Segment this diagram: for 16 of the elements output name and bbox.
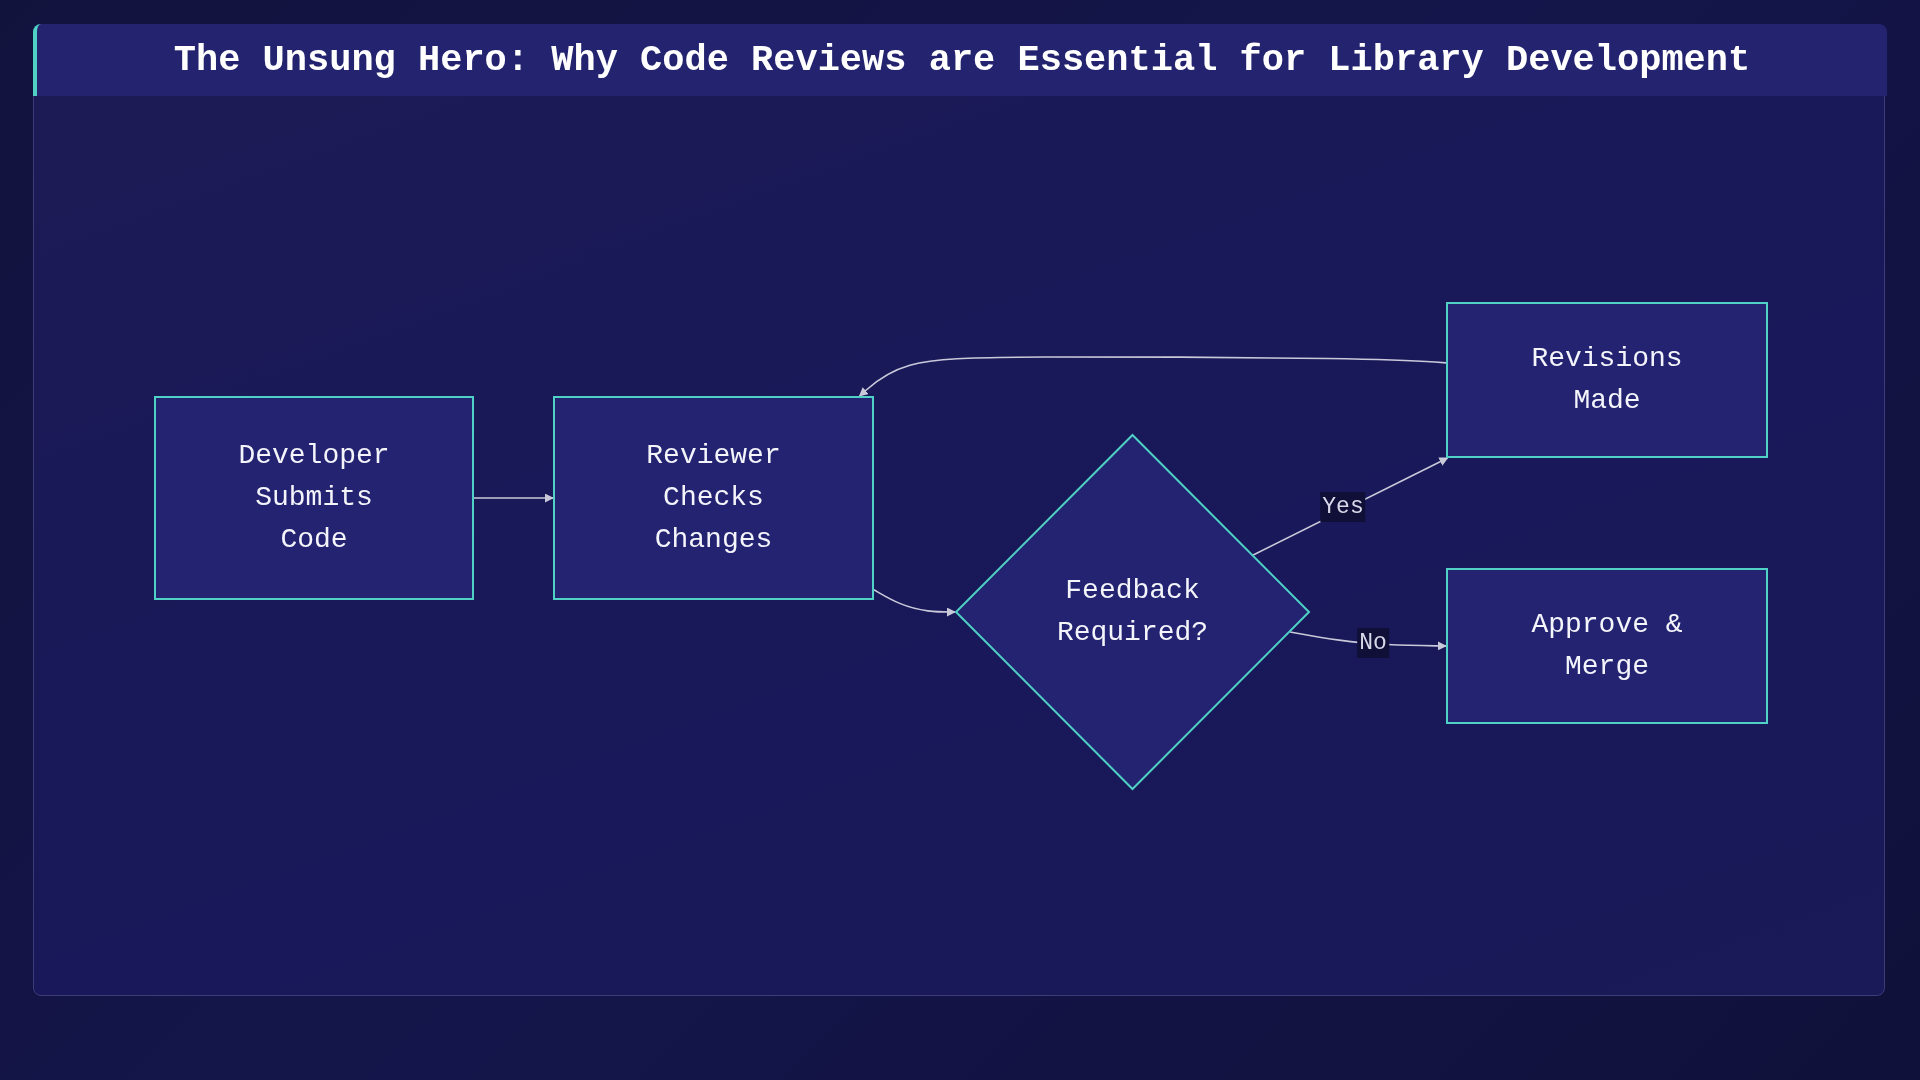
node-text: Revisions Made: [1530, 342, 1684, 418]
process-box: [1446, 302, 1768, 458]
node-text: Feedback Required?: [1055, 574, 1210, 650]
decision-diamond: [955, 434, 1310, 790]
arrow: [473, 493, 554, 503]
node-text: Reviewer Checks Changes: [645, 439, 782, 557]
edge-label: No: [1357, 628, 1389, 658]
process-box: [154, 396, 474, 600]
arrow: [858, 356, 1447, 397]
process-box: [1446, 568, 1768, 724]
arrow: [873, 589, 956, 617]
node-text: Developer Submits Code: [237, 439, 391, 557]
edge-label: Yes: [1320, 492, 1366, 522]
node-text: Approve & Merge: [1530, 608, 1684, 684]
diagram-title: The Unsung Hero: Why Code Reviews are Essential for Library Development: [173, 39, 1751, 81]
process-box: [553, 396, 874, 600]
